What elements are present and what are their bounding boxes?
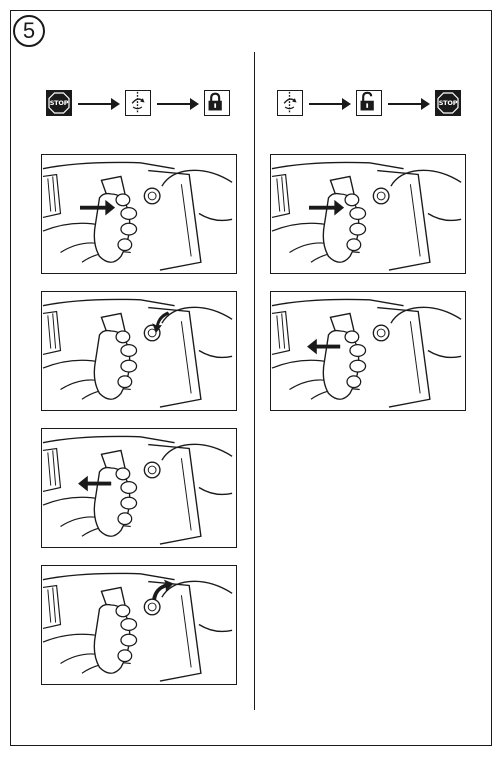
- push-lock-button-icon: [271, 155, 464, 272]
- lock-open-icon: [356, 90, 382, 116]
- sequence-arrow-icon: [157, 103, 197, 105]
- sequence-arrow-icon: [78, 103, 118, 105]
- stop-label: STOP: [435, 90, 461, 116]
- release-switch-icon: [42, 292, 235, 409]
- pull-lock-button-icon: [271, 292, 464, 409]
- illustration-panel-right-2: [270, 291, 466, 411]
- rotation-icon: [125, 90, 151, 116]
- step-number: 5: [23, 20, 35, 42]
- curved-down-arrow-icon: [152, 312, 170, 333]
- push-lock-button-icon: [42, 155, 235, 272]
- illustration-panel-right-1: [270, 154, 466, 274]
- rotation-icon: [277, 90, 303, 116]
- illustration-panel-left-4: [41, 565, 237, 685]
- release-switch-icon: [42, 566, 235, 683]
- illustration-panel-left-2: [41, 291, 237, 411]
- pull-lock-button-icon: [42, 429, 235, 546]
- column-divider: [254, 52, 255, 710]
- illustration-panel-left-1: [41, 154, 237, 274]
- stop-icon: STOP: [435, 90, 461, 116]
- stop-label: STOP: [46, 90, 72, 116]
- sequence-arrow-icon: [309, 103, 349, 105]
- step-number-badge: 5: [13, 15, 45, 47]
- stop-icon: STOP: [46, 90, 72, 116]
- lock-closed-icon: [204, 90, 230, 116]
- sequence-arrow-icon: [388, 103, 428, 105]
- illustration-panel-left-3: [41, 428, 237, 548]
